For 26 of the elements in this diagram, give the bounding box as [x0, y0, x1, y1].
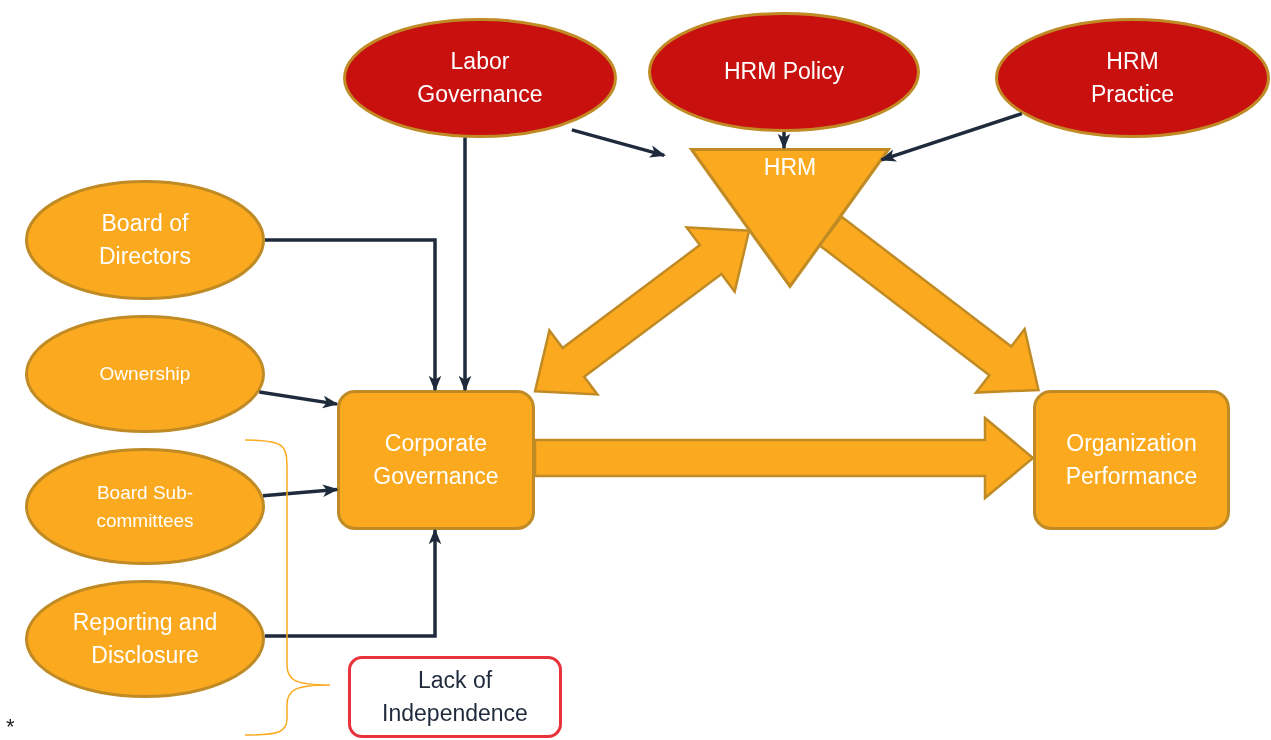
node-label: HRM Policy: [723, 57, 845, 87]
node-label: Corporate Governance: [372, 428, 500, 491]
node-label: Ownership: [99, 362, 191, 387]
node-label: Reporting and Disclosure: [71, 607, 219, 670]
arrow: [264, 528, 442, 638]
arrow: [777, 132, 791, 150]
arrow: [262, 484, 339, 498]
arrow: [880, 111, 1023, 162]
arrow: [265, 238, 442, 392]
node-label: HRM: [763, 153, 817, 183]
rounded-box: [1033, 390, 1230, 530]
rounded-box: [337, 390, 535, 530]
node-label: Board Sub-committees: [95, 480, 195, 533]
node-label: Labor Governance: [416, 46, 544, 109]
node-label: Board of Directors: [98, 208, 192, 271]
block-arrow: [533, 226, 751, 396]
block-arrow: [817, 215, 1040, 394]
block-arrow: [533, 415, 1035, 501]
arrow: [458, 137, 472, 392]
arrow: [571, 128, 666, 158]
node-label: Organization Performance: [1064, 428, 1199, 491]
node-label: Lack of Independence: [381, 665, 529, 728]
footnote-mark: *: [6, 714, 15, 740]
arrow: [259, 390, 339, 409]
node-label: HRM Practice: [1089, 46, 1176, 109]
note-box: [348, 656, 562, 738]
